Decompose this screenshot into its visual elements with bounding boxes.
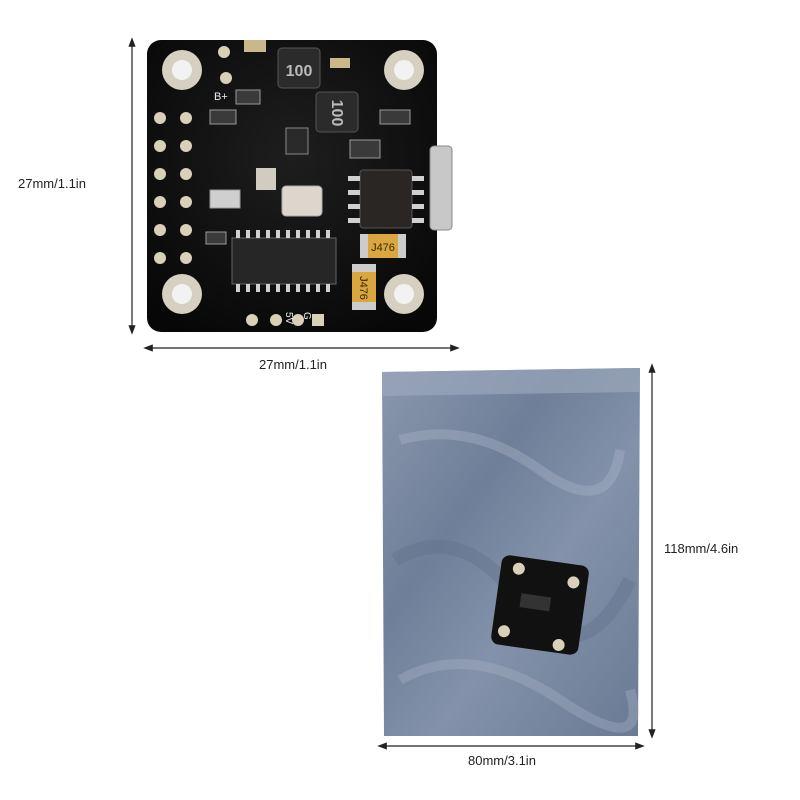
inductor-2-marking: 100 xyxy=(328,100,345,127)
main-ic xyxy=(231,230,337,292)
board-height-label: 27mm/1.1in xyxy=(18,176,86,191)
silk-b-plus: B+ xyxy=(214,91,228,103)
board-width-label: 27mm/1.1in xyxy=(259,357,327,372)
bag-board xyxy=(491,555,589,655)
pcb-board: 100 100 xyxy=(147,40,453,332)
silk-5v: 5V xyxy=(283,312,294,325)
pin-pads-bottom xyxy=(218,46,324,326)
inductor-1-marking: 100 xyxy=(286,63,313,80)
antistatic-bag xyxy=(382,368,640,736)
secondary-ic xyxy=(348,169,424,229)
pin-pads-left xyxy=(154,112,192,264)
cap-2-marking: J476 xyxy=(357,276,369,300)
cap-1-marking: J476 xyxy=(371,242,395,254)
bag-height-label: 118mm/4.6in xyxy=(664,541,739,556)
bag-width-label: 80mm/3.1in xyxy=(468,753,536,768)
tantalum-capacitor: J476 J476 xyxy=(352,234,406,310)
smd-components xyxy=(205,40,411,245)
inductor: 100 100 xyxy=(277,47,359,133)
mount-holes xyxy=(162,50,424,314)
usb-connector xyxy=(429,145,453,231)
silk-g: G xyxy=(301,312,312,320)
